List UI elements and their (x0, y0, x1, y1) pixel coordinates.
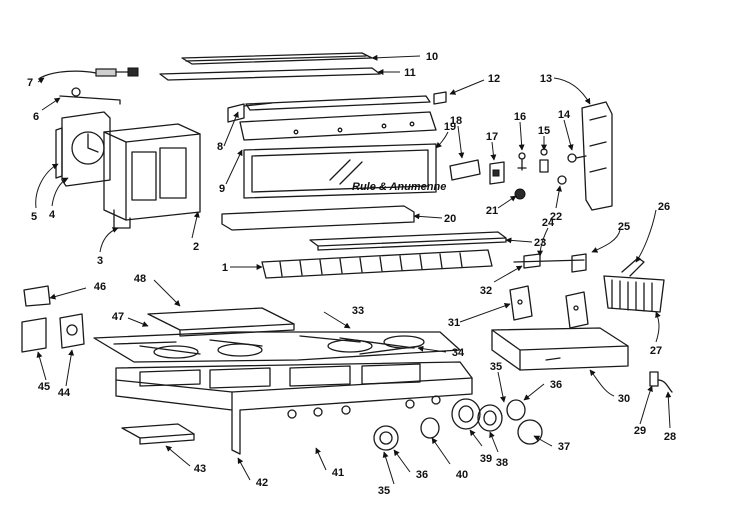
callout-label: 13 (540, 73, 552, 85)
callout-label: 27 (650, 345, 662, 357)
part-10-top-trim (181, 52, 373, 65)
part-44-46-left-parts (21, 285, 85, 353)
callout-label: 36 (550, 379, 562, 391)
part-28-29-plug (649, 371, 673, 393)
callout-label: 14 (558, 109, 571, 121)
part-21-22-knobs (514, 175, 567, 200)
callout-label: 9 (219, 183, 225, 195)
callout-label: 44 (58, 387, 71, 399)
callout-label: 24 (542, 217, 555, 229)
part-20-front-strip (221, 205, 415, 231)
callout-label: 39 (480, 453, 492, 465)
callout-label: 40 (456, 469, 468, 481)
part-41-42-range-top (115, 361, 473, 455)
callout-label: 33 (352, 305, 364, 317)
callout-label: 46 (94, 281, 106, 293)
callout-label: 26 (658, 201, 670, 213)
callout-label: 22 (550, 211, 562, 223)
part-31-brackets (509, 285, 589, 329)
callout-label: 10 (426, 51, 438, 63)
callout-label: 25 (618, 221, 630, 233)
callout-label: 19 (444, 121, 456, 133)
part-7-cord (39, 67, 139, 79)
part-4-5-timer-housing (55, 111, 111, 187)
callout-label: 8 (217, 141, 223, 153)
callout-label: 12 (488, 73, 500, 85)
part-19-glass-window: Rule & Anumenne (243, 143, 446, 199)
part-2-3-control-box (103, 123, 201, 229)
callout-label: 30 (618, 393, 630, 405)
callout-label: 2 (193, 241, 199, 253)
part-26-27-grease-tray (603, 257, 665, 313)
callout-label: 28 (664, 431, 676, 443)
callout-label: 17 (486, 131, 498, 143)
part-9-front-panel (239, 111, 437, 141)
part-17-switch (489, 161, 505, 185)
callout-numbers: 1 2 3 4 5 6 7 8 9 10 11 12 13 14 15 16 1… (27, 51, 676, 497)
callout-label: 47 (112, 311, 124, 323)
part-11-trim-strip (159, 67, 381, 81)
callout-label: 18 (450, 115, 462, 127)
part-1-grille (261, 249, 493, 279)
part-24-25-32-hinge (513, 253, 587, 273)
callout-label: 32 (480, 285, 492, 297)
callout-label: 43 (194, 463, 206, 475)
callout-label: 15 (538, 125, 550, 137)
part-35-40-knobs (373, 398, 543, 451)
callout-label: 36 (416, 469, 428, 481)
callout-label: 21 (486, 205, 498, 217)
callout-label: 23 (534, 237, 546, 249)
callout-label: 41 (332, 467, 344, 479)
callout-label: 37 (558, 441, 570, 453)
callout-label: 48 (134, 273, 146, 285)
part-14-16-fittings (517, 148, 587, 173)
callout-label: 5 (31, 211, 37, 223)
callout-label: 1 (222, 262, 228, 274)
part-48-griddle (147, 307, 295, 337)
part-13-side-bracket (581, 101, 613, 211)
callout-label: 7 (27, 77, 33, 89)
callout-label: 29 (634, 425, 646, 437)
part-30-drip-tray (491, 327, 629, 371)
part-43-drip-pan (121, 423, 195, 445)
part-rod (245, 95, 431, 111)
callout-label: 3 (97, 255, 103, 267)
part-23-strip (309, 231, 507, 251)
callout-label: 42 (256, 477, 268, 489)
callout-label: 34 (452, 347, 465, 359)
callout-label: 31 (448, 317, 460, 329)
part-6-fitting (59, 87, 121, 105)
leader-lines (35, 54, 672, 485)
callout-label: 38 (496, 457, 508, 469)
part-18-block (449, 159, 481, 181)
callout-label: 6 (33, 111, 39, 123)
callout-label: 4 (49, 209, 56, 221)
callout-label: 35 (378, 485, 390, 497)
part-12-knob (433, 91, 447, 105)
callout-label: 20 (444, 213, 456, 225)
callout-label: 45 (38, 381, 50, 393)
glass-inscription: Rule & Anumenne (352, 181, 446, 193)
callout-label: 11 (404, 67, 416, 79)
callout-label: 16 (514, 111, 526, 123)
part-33-34-47-grates (93, 331, 461, 363)
callout-label: 35 (490, 361, 502, 373)
